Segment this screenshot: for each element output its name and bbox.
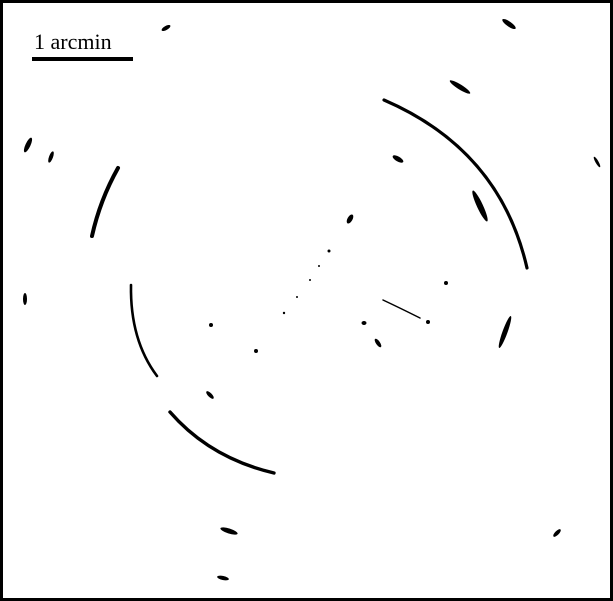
radial-arc xyxy=(382,299,421,319)
knot xyxy=(426,320,430,324)
knot xyxy=(327,249,331,253)
arclet xyxy=(48,151,54,163)
knot xyxy=(254,349,258,353)
arclet xyxy=(392,155,404,163)
arclet xyxy=(23,293,27,305)
knot xyxy=(209,323,213,327)
arclet xyxy=(217,575,229,581)
knot xyxy=(309,279,311,281)
arclet xyxy=(498,316,512,348)
arc-far-left xyxy=(90,166,120,238)
arclet xyxy=(502,18,516,30)
knot xyxy=(318,265,320,267)
knot xyxy=(361,321,367,325)
arclet xyxy=(220,527,238,535)
arclet xyxy=(206,391,214,399)
scale-bar-label: 1 arcmin xyxy=(34,29,112,54)
arc-upper-right xyxy=(382,98,529,270)
arclet xyxy=(449,80,471,94)
knot xyxy=(444,281,448,285)
arclet xyxy=(472,190,488,222)
knot xyxy=(282,311,286,315)
arclet xyxy=(593,156,601,168)
scale-bar xyxy=(32,57,133,61)
knot xyxy=(296,296,298,298)
arc-lower-left xyxy=(168,410,276,475)
arclet xyxy=(553,529,561,537)
arclet xyxy=(23,137,33,153)
arclet xyxy=(346,214,354,224)
arclet xyxy=(374,338,382,348)
arc-left xyxy=(129,283,159,378)
arclet xyxy=(161,24,171,32)
